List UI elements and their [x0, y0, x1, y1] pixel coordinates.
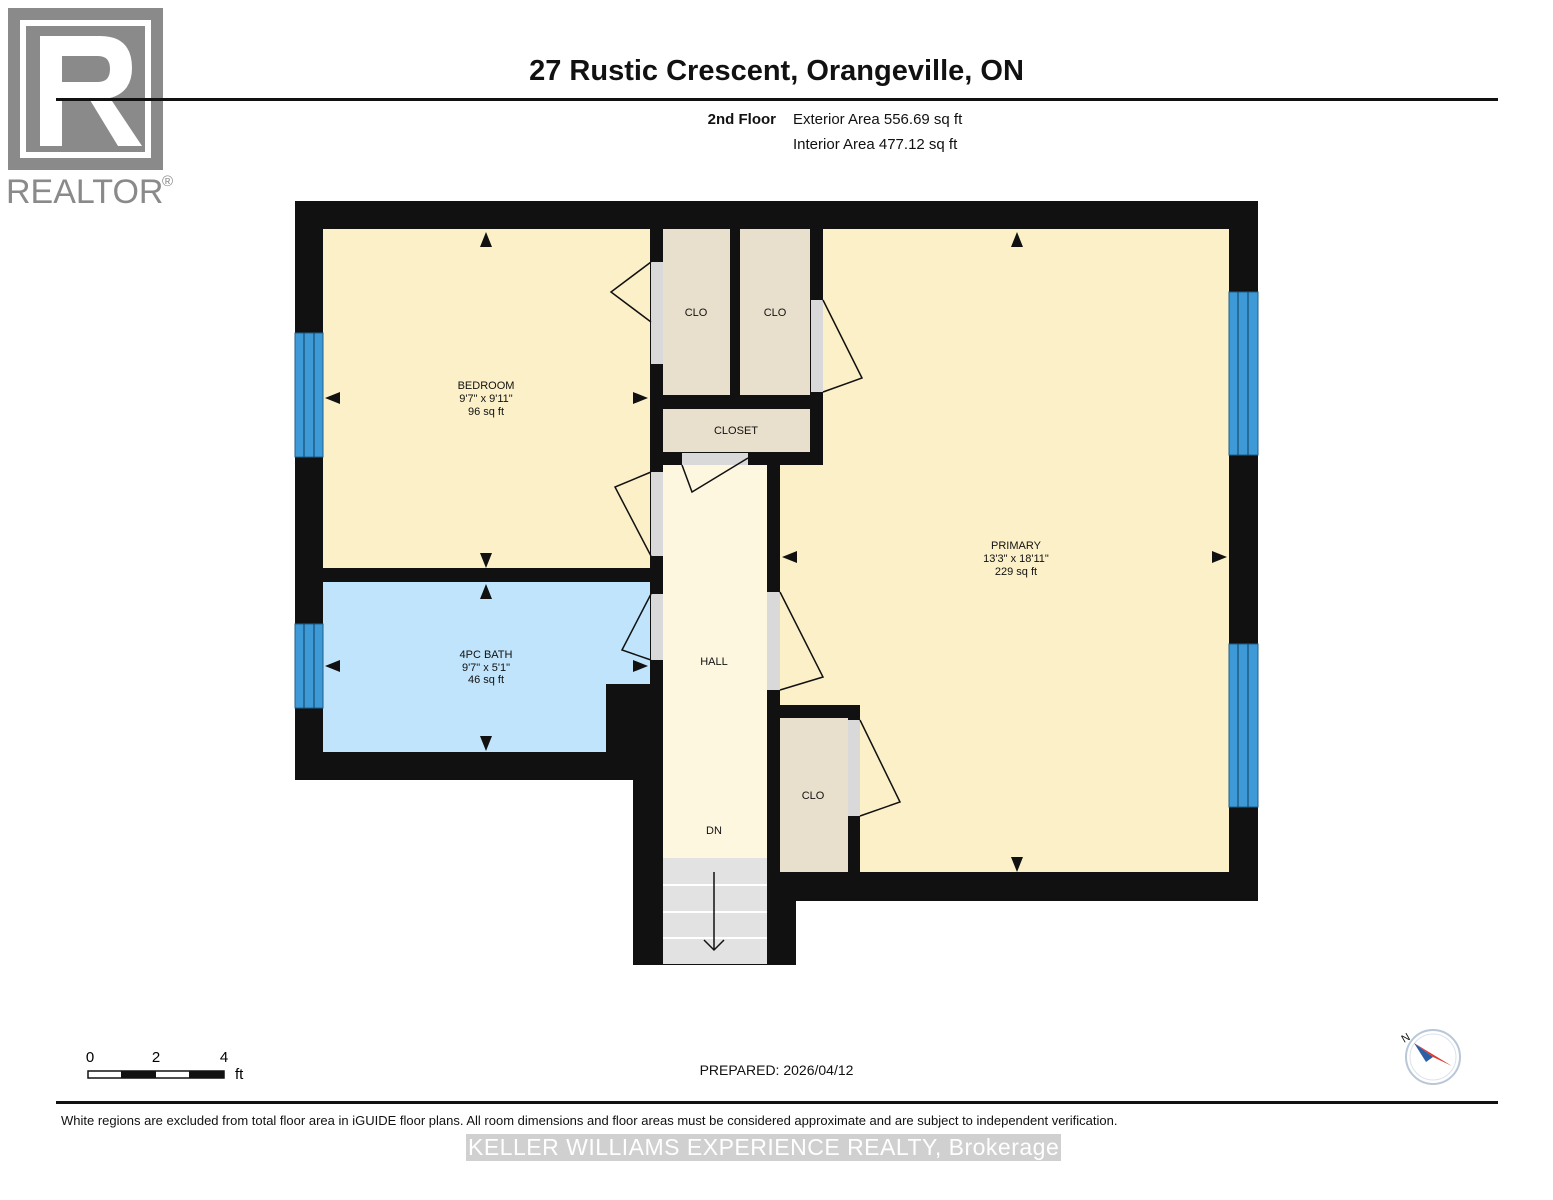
realtor-logo: REALTOR ®: [0, 0, 190, 215]
bedroom-name: BEDROOM: [458, 380, 515, 392]
room-bath: [323, 582, 650, 752]
hall-label: HALL: [700, 656, 728, 668]
realtor-text: REALTOR: [6, 173, 163, 211]
footer-divider: [56, 1101, 1498, 1104]
room-bedroom: [323, 229, 650, 568]
scale-tick-0: 0: [86, 1049, 94, 1066]
closet-2-label: CLO: [764, 307, 787, 319]
prepared-date: PREPARED: 2026/04/12: [699, 1062, 854, 1078]
bath-area: 46 sq ft: [468, 674, 504, 686]
scale-tick-4: 4: [220, 1049, 228, 1066]
door-openings: [651, 262, 860, 816]
room-hall: [663, 465, 767, 858]
room-primary: [780, 229, 1229, 872]
stairs: [663, 858, 767, 964]
bedroom-area: 96 sq ft: [468, 406, 504, 418]
interior-area: Interior Area 477.12 sq ft: [793, 136, 958, 153]
realtor-registered-mark: ®: [162, 173, 173, 190]
floor-label: 2nd Floor: [707, 111, 776, 128]
compass-icon: N: [1400, 1029, 1461, 1085]
closet-4-label: CLO: [802, 790, 825, 802]
brokerage-watermark: KELLER WILLIAMS EXPERIENCE REALTY, Broke…: [466, 1134, 1062, 1161]
room-closet-3: [663, 409, 810, 452]
scale-unit: ft: [235, 1066, 244, 1083]
room-closet-1: [663, 229, 730, 395]
primary-name: PRIMARY: [991, 540, 1042, 552]
realtor-r-icon: REALTOR ®: [6, 8, 173, 211]
window-mullions: [303, 292, 1249, 807]
scale-tick-2: 2: [152, 1049, 160, 1066]
title-divider: [56, 98, 1498, 101]
disclaimer: White regions are excluded from total fl…: [61, 1113, 1118, 1128]
closet-1-label: CLO: [685, 307, 708, 319]
bath-dims: 9'7" x 5'1": [462, 662, 510, 674]
bath-name: 4PC BATH: [460, 649, 513, 661]
page-title: 27 Rustic Crescent, Orangeville, ON: [529, 55, 1024, 87]
windows: [294, 291, 1259, 808]
closet-3-label: CLOSET: [714, 425, 758, 437]
exterior-area: Exterior Area 556.69 sq ft: [793, 111, 963, 128]
dimension-arrows: [325, 232, 1227, 872]
excluded-region: [290, 780, 633, 910]
door-swings: [609, 261, 902, 817]
room-closet-2: [740, 229, 810, 395]
primary-area: 229 sq ft: [995, 566, 1037, 578]
room-closet-4: [780, 718, 848, 872]
stairs-down-label: DN: [706, 825, 722, 837]
bedroom-dims: 9'7" x 9'11": [459, 393, 512, 405]
primary-dims: 13'3" x 18'11": [983, 553, 1049, 565]
scale-bar: 0 2 4 ft: [86, 1049, 244, 1083]
